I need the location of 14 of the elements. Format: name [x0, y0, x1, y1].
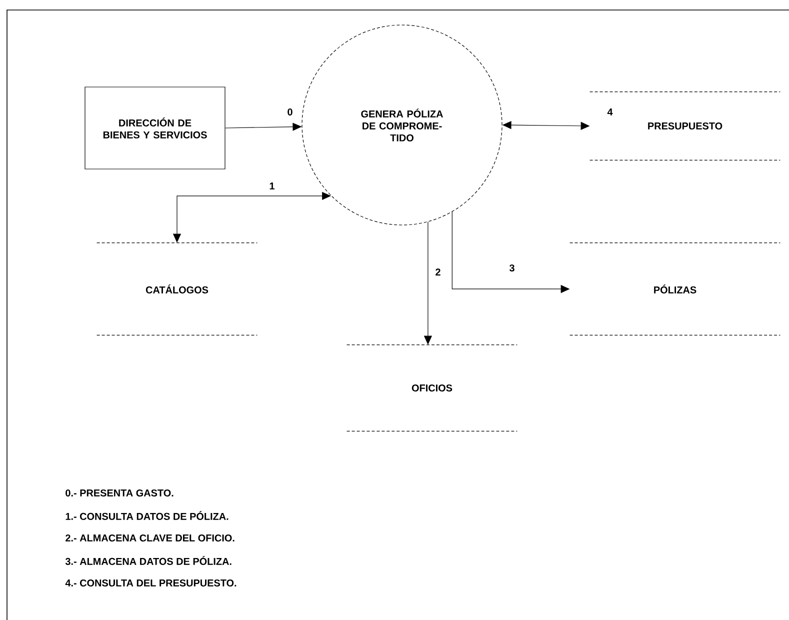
legend-note: 2.- ALMACENA CLAVE DEL OFICIO.	[66, 534, 234, 542]
data-store: CATÁLOGOS	[96, 242, 258, 336]
edge-label: 4	[606, 108, 614, 116]
edge-label: 1	[268, 182, 276, 190]
entity-box: DIRECCIÓN DE BIENES Y SERVICIOS	[84, 86, 226, 170]
legend-note: 3.- ALMACENA DATOS DE PÓLIZA.	[65, 556, 232, 565]
edge-label: 2	[434, 268, 442, 276]
data-store: PÓLIZAS	[570, 242, 780, 336]
edge-label: 3	[508, 263, 516, 273]
edge-label: 0	[286, 107, 294, 116]
legend-note: 4.- CONSULTA DEL PRESUPUESTO.	[65, 579, 236, 586]
legend-note: 1.- CONSULTA DATOS DE PÓLIZA.	[66, 511, 228, 520]
data-store: OFICIOS	[346, 344, 518, 432]
legend-note: 0.- PRESENTA GASTO.	[66, 489, 174, 496]
